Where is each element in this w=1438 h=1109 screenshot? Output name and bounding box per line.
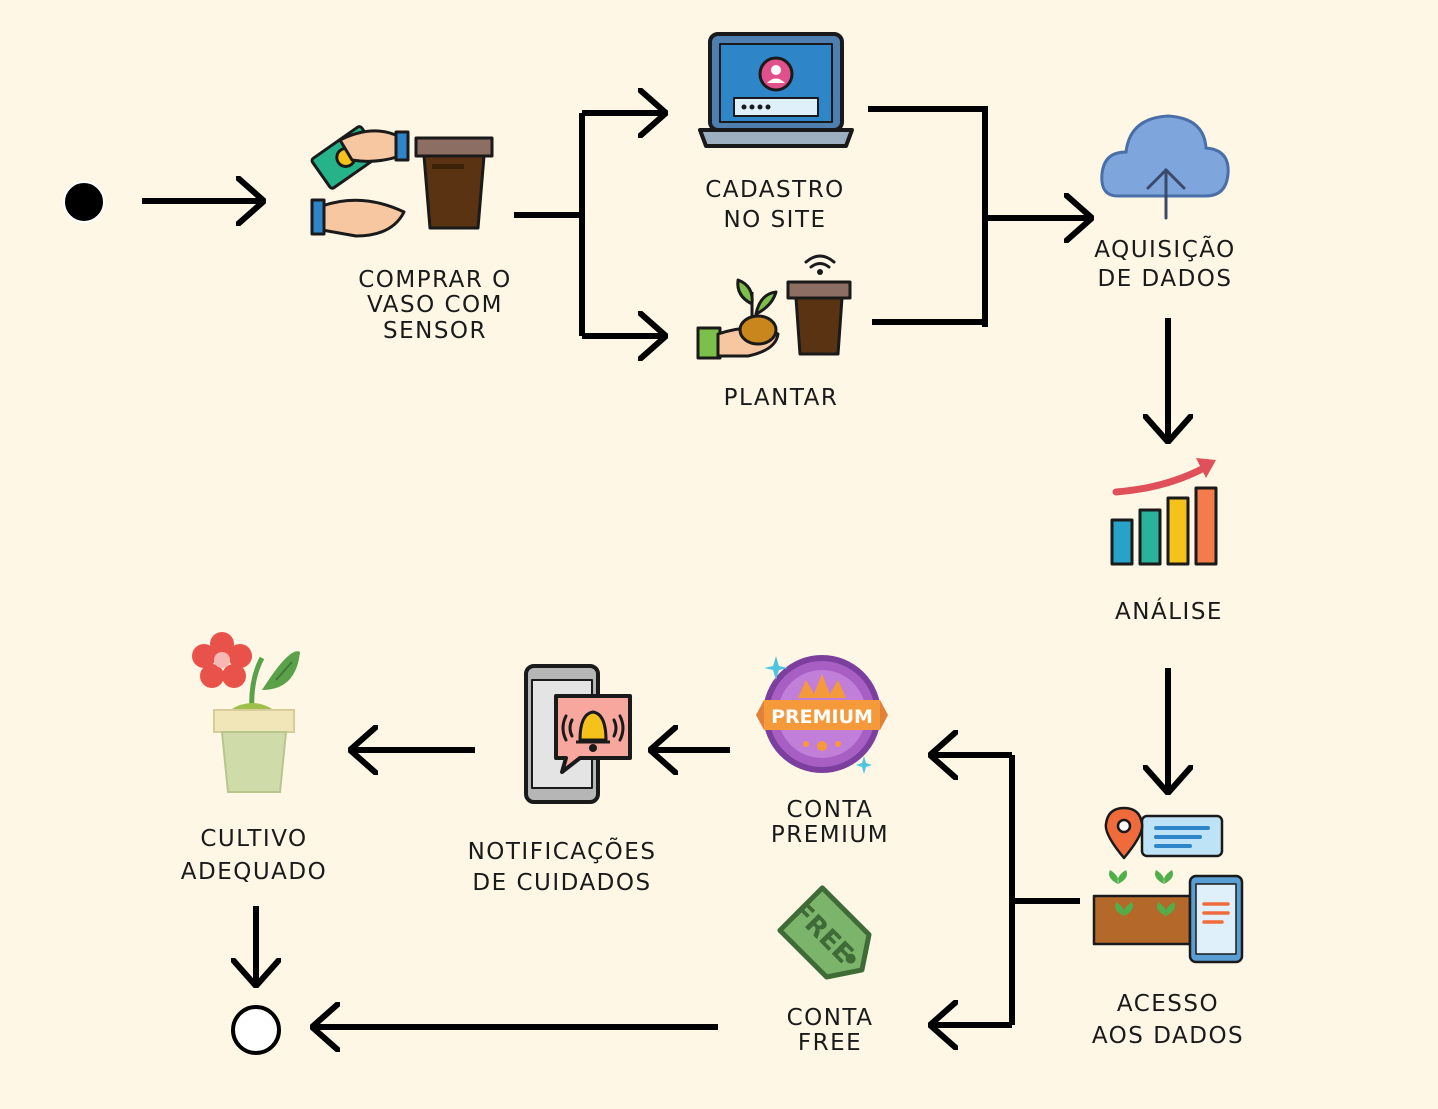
node-label-comprar: COMPRAR O VASO COM SENSOR: [358, 267, 512, 344]
node-label-premium: CONTA PREMIUM: [770, 797, 890, 849]
bar-3: [1166, 496, 1190, 566]
node-label-cultivo: CULTIVO ADEQUADO: [180, 826, 328, 886]
hand-seedling-pot-icon: [696, 254, 852, 360]
connectors: [142, 109, 1168, 1027]
final-state: [231, 1005, 281, 1055]
laptop-login-icon: [698, 32, 854, 148]
initial-state: [63, 181, 105, 223]
node-label-analise: ANÁLISE: [1115, 599, 1223, 625]
premium-badge-icon: PREMIUM: [756, 655, 888, 774]
node-label-acesso: ACESSO AOS DADOS: [1091, 991, 1245, 1050]
branch-acesso-split: [1009, 755, 1080, 1025]
hands-money-pot-icon: [310, 125, 494, 238]
node-label-plantar: PLANTAR: [723, 385, 839, 411]
node-label-free: CONTA FREE: [786, 1005, 874, 1057]
node-label-aquisicao: AQUISIÇÃO DE DADOS: [1094, 237, 1236, 292]
premium-badge-text: PREMIUM: [771, 706, 873, 728]
bar-4: [1194, 486, 1218, 566]
cloud-upload-icon: [1100, 114, 1230, 220]
free-tag-icon: FREE: [777, 885, 872, 980]
bar-1: [1110, 518, 1134, 566]
merge-to-aquisicao: [868, 106, 988, 327]
phone-bell-notification-icon: [524, 664, 632, 804]
branch-comprar-split: [514, 113, 585, 336]
flower-pot-icon: [192, 632, 300, 793]
location-garden-phone-icon: [1092, 806, 1244, 964]
node-label-notificacoes: NOTIFICAÇÕES DE CUIDADOS: [467, 839, 657, 897]
bar-2: [1138, 508, 1162, 566]
bar-chart-trend-icon: [1110, 458, 1218, 566]
node-label-cadastro: CADASTRO NO SITE: [705, 177, 845, 233]
